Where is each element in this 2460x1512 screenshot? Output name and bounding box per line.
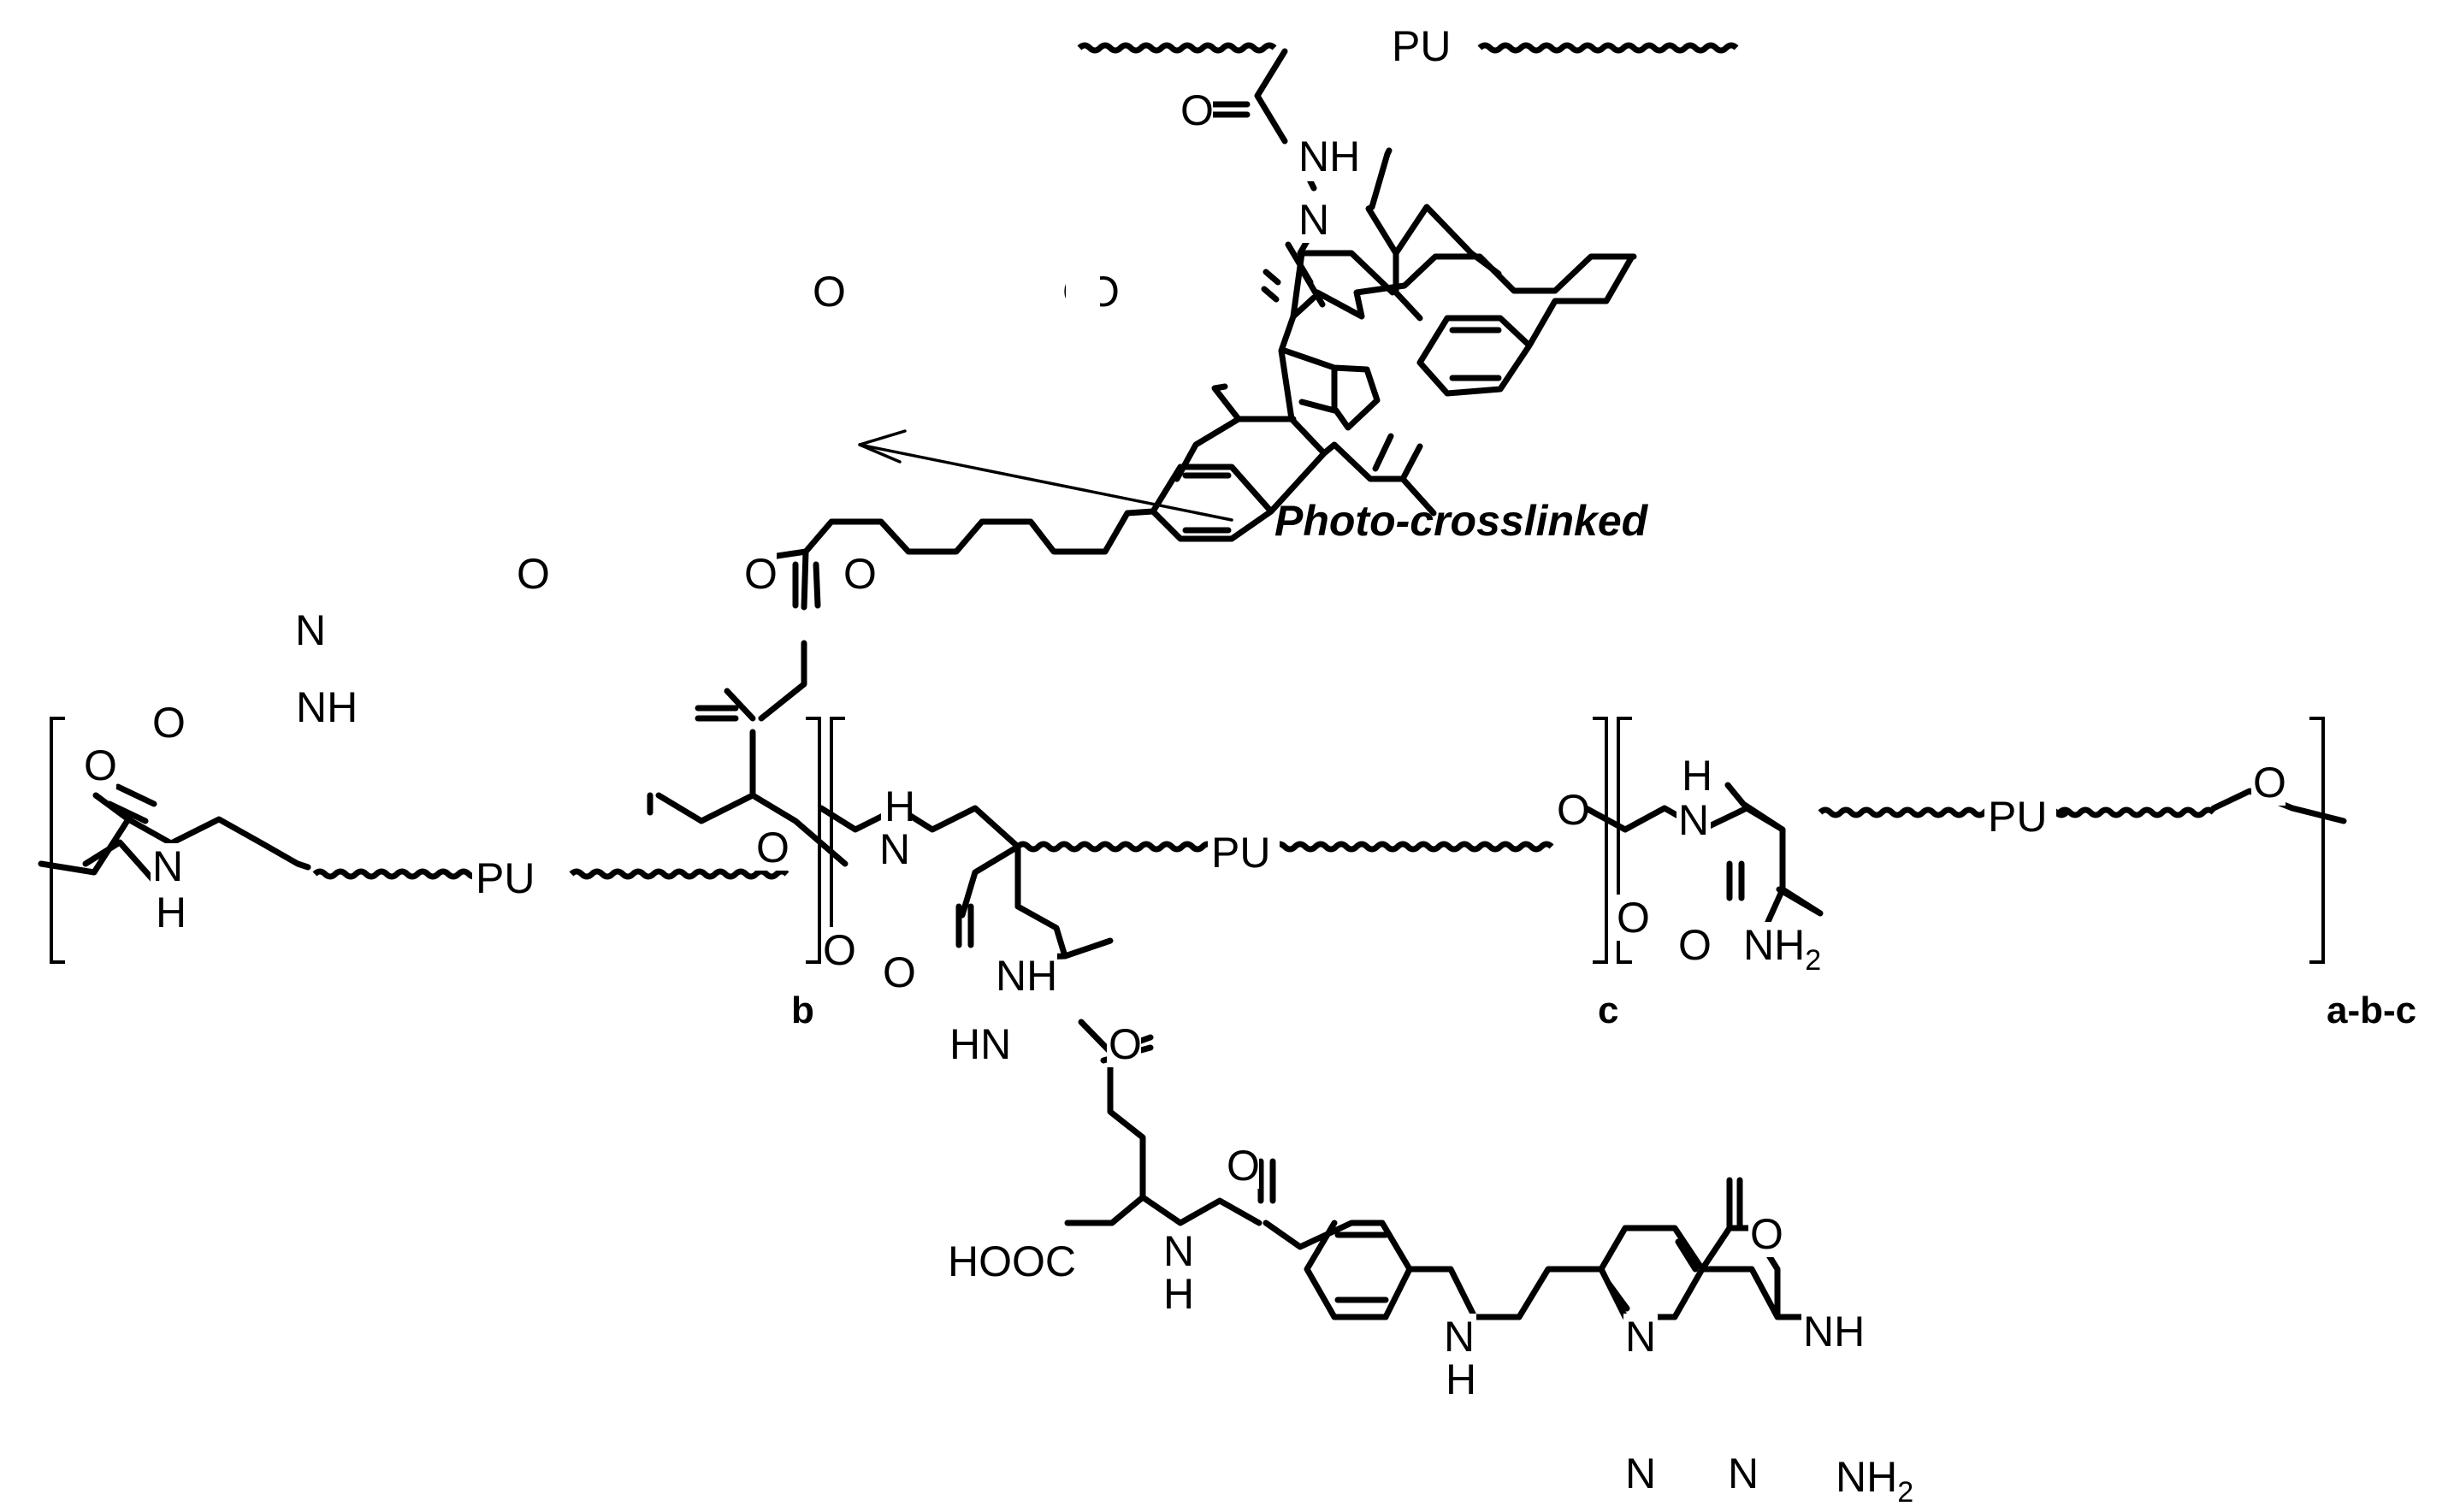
pu-label: PU xyxy=(1211,829,1270,877)
repeat-index-total: a-b-c xyxy=(2327,989,2416,1031)
atom-nh: NH xyxy=(1803,1308,1865,1355)
atom-o: O xyxy=(843,550,877,598)
atom-o: O xyxy=(84,741,117,789)
nh2-label: NH2 xyxy=(1836,1453,1913,1509)
atom-n: N xyxy=(152,842,183,890)
atom-n: N xyxy=(879,825,910,873)
pu-label: PU xyxy=(476,854,535,902)
bond-lines xyxy=(38,48,2347,1320)
atom-o: O xyxy=(823,926,856,974)
atom-n: N xyxy=(1625,1450,1656,1497)
atom-n: N xyxy=(1298,196,1329,244)
atom-o: O xyxy=(1180,86,1214,134)
atom-n: N xyxy=(295,606,326,654)
hooc-label: HOOC xyxy=(948,1237,1076,1285)
atom-o: O xyxy=(2253,759,2286,806)
repeat-indices: b c a-b-c xyxy=(791,989,2416,1031)
atom-h: H xyxy=(884,783,915,830)
atom-o: O xyxy=(152,699,186,747)
atom-hn: HN xyxy=(949,1020,1011,1068)
atom-o: O xyxy=(744,550,778,598)
polymer-chain-waves xyxy=(312,42,2216,880)
atom-o: O xyxy=(1678,921,1712,969)
atom-o: O xyxy=(1750,1210,1783,1258)
atom-o: O xyxy=(756,824,789,871)
nh2-label: NH2 xyxy=(1743,921,1821,977)
pu-label: PU xyxy=(1392,22,1451,70)
annotation-pointer xyxy=(858,429,1233,522)
atom-n: N xyxy=(1625,1313,1656,1361)
atom-o: O xyxy=(517,550,550,598)
atom-nh: NH xyxy=(296,683,358,731)
atom-h: H xyxy=(1446,1355,1476,1403)
atom-o: O xyxy=(1227,1142,1260,1190)
atom-n: N xyxy=(1444,1313,1475,1361)
atom-o: O xyxy=(1109,1020,1142,1068)
atom-o: O xyxy=(1617,894,1650,942)
repeat-index-b: b xyxy=(791,989,814,1031)
atom-h: H xyxy=(1682,752,1712,800)
atom-nh: NH xyxy=(1298,133,1360,180)
atom-o: O xyxy=(813,268,846,316)
repeat-unit-brackets xyxy=(50,717,2325,964)
atom-o: O xyxy=(1557,786,1590,834)
atom-h: H xyxy=(1163,1270,1194,1318)
atom-nh: NH xyxy=(996,952,1057,1000)
repeat-index-c: c xyxy=(1598,989,1618,1031)
pu-label: PU xyxy=(1988,793,2047,841)
atom-h: H xyxy=(156,889,186,936)
atom-n: N xyxy=(1163,1227,1194,1275)
atom-n: N xyxy=(1728,1450,1759,1497)
photo-crosslinked-label: Photo-crosslinked xyxy=(1274,497,1649,545)
atom-o: O xyxy=(883,948,916,996)
atom-labels: PU O NH N O O O O O O N NH O O N H xyxy=(82,17,2286,1509)
atom-n: N xyxy=(1678,796,1709,844)
